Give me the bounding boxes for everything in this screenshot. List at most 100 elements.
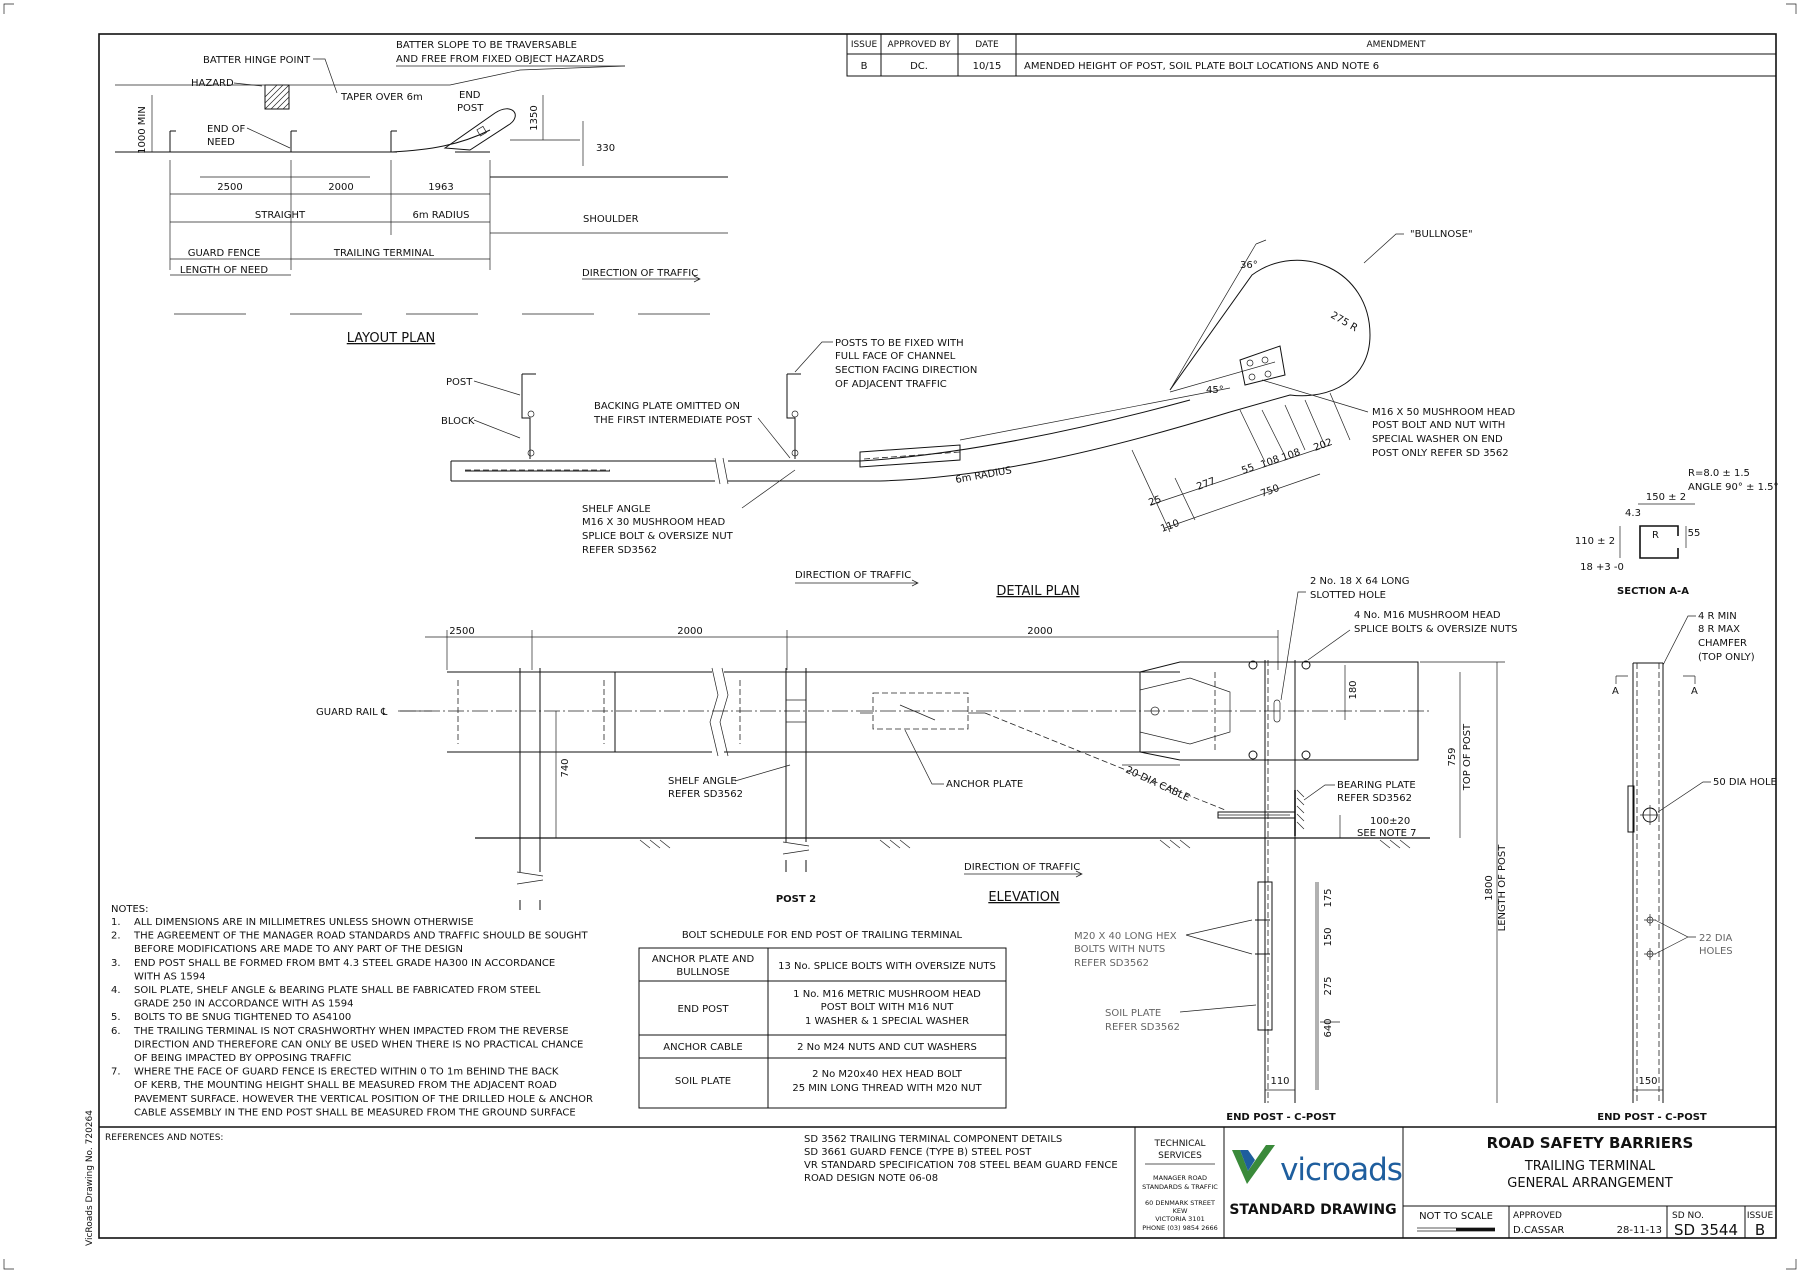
note-text: THE TRAILING TERMINAL IS NOT CRASHWORTHY… xyxy=(133,1026,569,1037)
title-block: VicRoads Drawing No. 720264 REFERENCES A… xyxy=(85,1110,1776,1246)
vicroads-logo: vicroads xyxy=(1232,1145,1403,1188)
dim-110: 110 xyxy=(1159,518,1181,535)
bolt-row-soil-spec-2: 25 MIN LONG THREAD WITH M20 NUT xyxy=(792,1083,982,1094)
address-4: PHONE (03) 9854 2666 xyxy=(1142,1224,1218,1232)
standard-drawing-label: STANDARD DRAWING xyxy=(1229,1202,1396,1218)
revision-table: ISSUE APPROVED BY DATE AMENDMENT B DC. 1… xyxy=(846,33,1777,77)
section-a-a-title: SECTION A-A xyxy=(1617,586,1689,597)
detail-post-2 xyxy=(786,373,801,459)
posts-fixed-note-1: POSTS TO BE FIXED WITH xyxy=(835,338,964,349)
backing-plate-note-2: THE FIRST INTERMEDIATE POST xyxy=(593,415,753,426)
bullnose-label: "BULLNOSE" xyxy=(1410,229,1473,240)
end-post-bullnose xyxy=(443,108,516,151)
shelf-angle-note-3: SPLICE BOLT & OVERSIZE NUT xyxy=(582,531,734,542)
dim-100-20: 100±20 xyxy=(1370,816,1410,827)
section-r-spec: R=8.0 ± 1.5 xyxy=(1688,468,1750,479)
note-number: 6. xyxy=(111,1026,121,1037)
dim-108-b: 108 xyxy=(1280,447,1302,464)
taper-label: TAPER OVER 6m xyxy=(340,92,423,103)
rev-date: 10/15 xyxy=(973,61,1002,72)
chamfer-note-1: 4 R MIN xyxy=(1698,611,1737,622)
elev-dim-2000-b: 2000 xyxy=(1027,626,1052,637)
note-number: 3. xyxy=(111,958,121,969)
detail-post-1 xyxy=(521,373,536,459)
length-of-need-label: LENGTH OF NEED xyxy=(180,265,268,276)
top-of-post-label: TOP OF POST xyxy=(1462,723,1473,791)
elevation-title: ELEVATION xyxy=(988,890,1059,905)
elev-dim-2000-a: 2000 xyxy=(677,626,702,637)
elevation-post-1 xyxy=(519,668,541,910)
reference-1: SD 3562 TRAILING TERMINAL COMPONENT DETA… xyxy=(804,1134,1062,1145)
approved-date: 28-11-13 xyxy=(1617,1225,1662,1236)
note-text: GRADE 250 IN ACCORDANCE WITH AS 1594 xyxy=(134,999,353,1010)
holes-22-label-1: 22 DIA xyxy=(1699,933,1733,944)
note-text: THE AGREEMENT OF THE MANAGER ROAD STANDA… xyxy=(133,931,588,942)
detail-6m-radius-label: 6m RADIUS xyxy=(955,465,1013,486)
detail-plan: POST BLOCK 36° "BULLNOSE" 275 R 45° 6m R… xyxy=(441,229,1515,599)
angle-45-label: 45° xyxy=(1206,385,1224,396)
note-number: 2. xyxy=(111,931,121,942)
note-text: OF KERB, THE MOUNTING HEIGHT SHALL BE ME… xyxy=(134,1080,557,1091)
block-label: BLOCK xyxy=(441,416,475,427)
note-text: CABLE ASSEMBLY IN THE END POST SHALL BE … xyxy=(134,1107,576,1118)
dim-1963: 1963 xyxy=(428,182,453,193)
section-dim-18: 18 +3 -0 xyxy=(1580,562,1624,573)
address-2: KEW xyxy=(1173,1207,1188,1215)
elevation-post-2 xyxy=(785,668,807,872)
bolt-row-cable-spec: 2 No M24 NUTS AND CUT WASHERS xyxy=(797,1042,977,1053)
notes: NOTES: 1.ALL DIMENSIONS ARE IN MILLIMETR… xyxy=(111,904,593,1118)
end-post-dim-150: 150 xyxy=(1323,927,1334,946)
note-text: DIRECTION AND THEREFORE CAN ONLY BE USED… xyxy=(134,1039,583,1050)
tech-services-2: SERVICES xyxy=(1158,1151,1202,1161)
posts-fixed-note-3: SECTION FACING DIRECTION xyxy=(835,365,977,376)
soil-plate-note-1: SOIL PLATE xyxy=(1105,1008,1161,1019)
bearing-plate-label-1: BEARING PLATE xyxy=(1337,780,1416,791)
elev-direction-label: DIRECTION OF TRAFFIC xyxy=(964,862,1080,873)
straight-label: STRAIGHT xyxy=(255,210,306,221)
end-post-dim-275: 275 xyxy=(1323,976,1334,995)
manager-1: MANAGER ROAD xyxy=(1153,1174,1207,1182)
length-of-post-label: LENGTH OF POST xyxy=(1497,844,1508,932)
tech-services-1: TECHNICAL xyxy=(1153,1139,1205,1149)
end-post-dim-110: 110 xyxy=(1270,1076,1289,1087)
references-label: REFERENCES AND NOTES: xyxy=(105,1133,223,1143)
note-text: BEFORE MODIFICATIONS ARE MADE TO ANY PAR… xyxy=(134,944,463,955)
shelf-angle-note-1: SHELF ANGLE xyxy=(582,504,651,515)
bearing-plate-label-2: REFER SD3562 xyxy=(1337,793,1412,804)
address-3: VICTORIA 3101 xyxy=(1155,1215,1204,1223)
bolt-row-endpost-item: END POST xyxy=(677,1004,729,1015)
elev-dim-759: 759 xyxy=(1447,747,1458,766)
rev-header-approved: APPROVED BY xyxy=(887,40,951,50)
bullnose-outline xyxy=(1169,259,1371,413)
end-post-label-1: END xyxy=(459,90,481,101)
section-a-a: R=8.0 ± 1.5 ANGLE 90° ± 1.5° 150 ± 2 4.3… xyxy=(1575,468,1779,597)
note-text: WHERE THE FACE OF GUARD FENCE IS ERECTED… xyxy=(134,1067,559,1078)
bolt-row-soil-item: SOIL PLATE xyxy=(675,1076,731,1087)
elevation: 2500 2000 2000 GUARD RAIL ℄ xyxy=(316,576,1517,1103)
splice-bolts-note-2: SPLICE BOLTS & OVERSIZE NUTS xyxy=(1354,624,1517,635)
drawing-subtitle-2: GENERAL ARRANGEMENT xyxy=(1507,1176,1672,1191)
batter-hinge-label: BATTER HINGE POINT xyxy=(203,55,311,66)
end-post-dim-640: 640 xyxy=(1323,1018,1334,1037)
six-m-radius-label: 6m RADIUS xyxy=(413,210,470,221)
shelf-angle-note-4: REFER SD3562 xyxy=(582,545,657,556)
dim-2500: 2500 xyxy=(217,182,242,193)
end-post-dim-175: 175 xyxy=(1323,888,1334,907)
batter-slope-note-2: AND FREE FROM FIXED OBJECT HAZARDS xyxy=(396,54,604,65)
scale-label: NOT TO SCALE xyxy=(1419,1211,1493,1222)
section-dim-110: 110 ± 2 xyxy=(1575,536,1615,547)
chamfer-note-4: (TOP ONLY) xyxy=(1698,652,1755,663)
dim-1350: 1350 xyxy=(529,105,540,130)
dim-202: 202 xyxy=(1312,437,1334,454)
m16-note-4: POST ONLY REFER SD 3562 xyxy=(1372,448,1509,459)
elevation-rail xyxy=(447,671,1180,753)
dim-25: 25 xyxy=(1147,494,1163,509)
note-text: PAVEMENT SURFACE. HOWEVER THE VERTICAL P… xyxy=(134,1094,593,1105)
elev-shelf-angle-1: SHELF ANGLE xyxy=(668,776,737,787)
end-post-label-2: POST xyxy=(457,103,484,114)
section-angle-spec: ANGLE 90° ± 1.5° xyxy=(1688,482,1779,493)
approved-by: D.CASSAR xyxy=(1513,1225,1564,1236)
address-1: 60 DENMARK STREET xyxy=(1145,1199,1215,1207)
c-section-profile xyxy=(1639,525,1679,559)
